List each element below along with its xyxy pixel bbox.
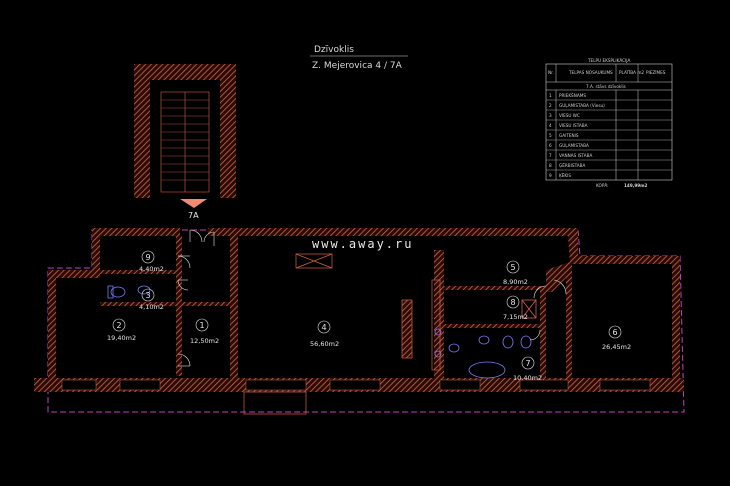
svg-text:56,60m2: 56,60m2 [310, 340, 339, 348]
svg-text:8: 8 [511, 298, 516, 307]
svg-text:GUĻAMISTABA (Viesu): GUĻAMISTABA (Viesu) [559, 103, 605, 108]
bathtub-icon [468, 361, 506, 379]
svg-text:2: 2 [117, 321, 122, 330]
svg-text:4,10m2: 4,10m2 [139, 303, 164, 311]
fixtures [107, 285, 537, 379]
svg-text:5: 5 [511, 263, 516, 272]
table-row: 1 PRIEKŠNAMS [546, 93, 672, 101]
svg-text:19,40m2: 19,40m2 [107, 334, 136, 342]
room-labels: 1 12,50m2 2 19,40m2 3 4,10m2 4 56,60m2 5 8,90… [107, 250, 631, 382]
svg-text:1: 1 [549, 93, 552, 98]
svg-text:9: 9 [146, 253, 151, 262]
svg-text:VIESU WC: VIESU WC [559, 113, 580, 118]
svg-text:9: 9 [549, 173, 552, 178]
svg-text:4,40m2: 4,40m2 [139, 265, 164, 273]
svg-text:10,40m2: 10,40m2 [513, 374, 542, 382]
table-header-area: PLATĪBA m2 [619, 70, 644, 75]
table-header-notes: PIEZĪMES [646, 70, 666, 75]
doors [177, 229, 567, 367]
entrance-arrow-icon [180, 199, 207, 208]
table-section: 7.A. stāvs dzīvoklis [586, 84, 626, 89]
table-total-label: KOPĀ: [596, 183, 609, 188]
svg-text:3: 3 [146, 291, 151, 300]
table-row: 5 GAITENIS [546, 133, 672, 141]
svg-text:2: 2 [549, 103, 552, 108]
room-7: 7 10,40m2 [513, 356, 542, 382]
svg-text:12,50m2: 12,50m2 [190, 337, 219, 345]
svg-text:1: 1 [200, 321, 205, 330]
svg-text:6: 6 [613, 328, 618, 337]
sink-icon [137, 285, 151, 295]
svg-text:GAITENIS: GAITENIS [559, 133, 579, 138]
svg-text:7,15m2: 7,15m2 [503, 313, 528, 321]
svg-text:VIESU ISTABA: VIESU ISTABA [559, 123, 588, 128]
svg-text:7: 7 [549, 153, 552, 158]
svg-text:4: 4 [322, 323, 327, 332]
svg-text:ĢĒRBISTABA: ĢĒRBISTABA [559, 163, 586, 168]
svg-text:8,90m2: 8,90m2 [503, 278, 528, 286]
svg-text:4: 4 [549, 123, 552, 128]
svg-text:7: 7 [526, 359, 531, 368]
title-line2: Z. Mejerovica 4 / 7A [312, 61, 403, 71]
watermark: www.away.ru [312, 237, 413, 251]
table-total-value: 149,99m2 [624, 183, 648, 188]
table-row: 8 ĢĒRBISTABA [546, 163, 672, 171]
walls [34, 228, 684, 415]
stairwell: 7A [134, 64, 236, 220]
svg-text:ĶĒKIS: ĶĒKIS [559, 173, 571, 178]
furniture [295, 253, 441, 371]
table-row: 3 VIESU WC [546, 113, 672, 121]
svg-text:GUĻAMISTABA: GUĻAMISTABA [559, 143, 589, 148]
table-title: TELPU EKSPLIKĀCIJA [587, 58, 630, 63]
table-row: 2 GUĻAMISTABA (Viesu) [546, 103, 672, 111]
toilet-icon [110, 286, 126, 298]
room-4: 4 56,60m2 [310, 320, 339, 348]
room-6: 6 26,45m2 [602, 325, 631, 351]
svg-text:VANNAS ISTABA: VANNAS ISTABA [559, 153, 592, 158]
apartment-outline [47, 229, 685, 413]
room-1: 1 12,50m2 [190, 318, 219, 345]
room-8: 8 7,15m2 [503, 295, 528, 321]
room-3: 3 4,10m2 [139, 288, 164, 311]
stair-label: 7A [188, 211, 199, 220]
svg-text:8: 8 [549, 163, 552, 168]
explication-table: TELPU EKSPLIKĀCIJA Nr. TELPAS NOSAUKUMS … [545, 58, 673, 188]
toilet-icon-2 [502, 335, 514, 349]
room-5: 5 8,90m2 [503, 260, 528, 286]
svg-text:26,45m2: 26,45m2 [602, 343, 631, 351]
table-row: 9 ĶĒKIS [549, 173, 571, 178]
svg-text:6: 6 [549, 143, 552, 148]
table-header-name: TELPAS NOSAUKUMS [568, 70, 613, 75]
svg-text:3: 3 [549, 113, 552, 118]
title-line1: Dzīvoklis [314, 45, 354, 55]
table-row: 6 GUĻAMISTABA [546, 143, 672, 151]
table-row: 4 VIESU ISTABA [546, 123, 672, 131]
table-header-num: Nr. [548, 70, 554, 75]
room-9: 9 4,40m2 [139, 250, 164, 273]
room-2: 2 19,40m2 [107, 318, 136, 342]
svg-text:PRIEKŠNAMS: PRIEKŠNAMS [559, 93, 586, 98]
table-row: 7 VANNAS ISTABA [546, 153, 672, 161]
svg-text:5: 5 [549, 133, 552, 138]
